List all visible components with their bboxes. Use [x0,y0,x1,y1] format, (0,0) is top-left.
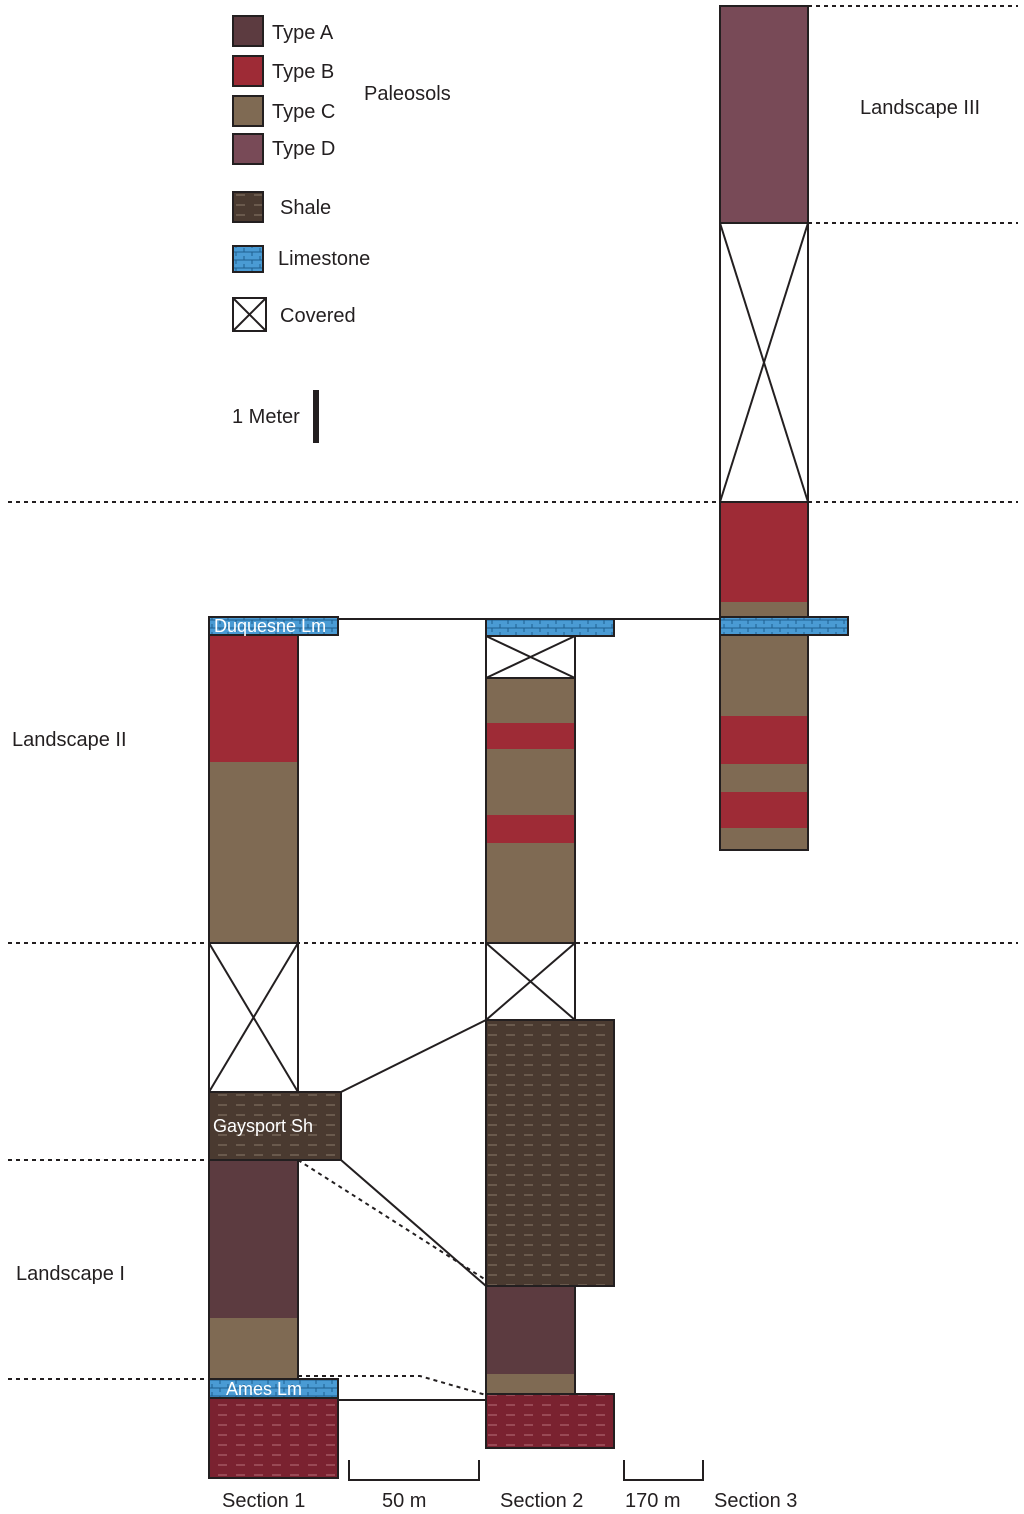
legend-label-type-c: Type C [272,101,335,123]
legend-label-shale: Shale [280,197,331,219]
s1-type-c-lower [209,1318,298,1379]
scale-label: 1 Meter [232,406,300,428]
s2-type-c-2 [486,749,575,815]
correlation-lines [297,618,720,1401]
s2-red-shale [485,1393,615,1449]
s3-duquesne-limestone [719,616,849,636]
legend-swatch-limestone [232,245,264,273]
legend-label-type-b: Type B [272,61,334,83]
s2-type-c-1 [486,678,575,723]
s2-type-c-3 [486,843,575,943]
legend-swatch-type-b [232,55,264,87]
section-2-label: Section 2 [500,1490,583,1512]
gaysport-sh-label: Gaysport Sh [213,1116,313,1136]
legend-paleosols-label: Paleosols [364,83,451,105]
section-1-label: Section 1 [222,1490,305,1512]
landscape-ii-label: Landscape II [12,729,127,751]
legend-swatch-shale [232,191,264,223]
landscape-i-label: Landscape I [16,1263,125,1285]
s3-type-b-upper [720,502,808,602]
legend-label-limestone: Limestone [278,248,370,270]
s2-shale [485,1019,615,1287]
s2-type-a [486,1286,575,1374]
legend-label-type-a: Type A [272,22,334,44]
s2-type-b-2 [486,815,575,843]
section-1-column [208,616,342,1479]
distance-170m-label: 170 m [625,1490,681,1512]
s2-type-c-lower [486,1374,575,1394]
section-3-column [719,5,849,851]
s1-red-shale [208,1397,339,1479]
legend-swatch-type-d [232,133,264,165]
s3-type-d [719,5,809,224]
legend: Type A Type B Type C Type D Paleosols Sh… [232,15,451,443]
s1-type-c [209,762,298,943]
s2-duquesne-limestone [485,618,615,637]
s1-duquesne-limestone [208,616,339,636]
s3-type-c-3 [720,828,808,850]
s3-type-b-1 [720,716,808,764]
duquesne-lm-label: Duquesne Lm [214,616,326,636]
s1-type-b [209,635,298,762]
legend-swatch-type-c [232,95,264,127]
section-2-column [485,618,615,1449]
s3-type-c-upper [720,602,808,617]
section-3-label: Section 3 [714,1490,797,1512]
s2-type-b-1 [486,723,575,749]
distance-50m-label: 50 m [382,1490,426,1512]
s1-type-a [209,1160,298,1318]
s3-type-c-2 [720,764,808,792]
legend-swatch-type-a [232,15,264,47]
distance-brackets [348,1460,704,1481]
legend-label-type-d: Type D [272,138,335,160]
landscape-iii-label: Landscape III [860,97,980,119]
s3-type-c-1 [720,635,808,716]
s3-type-b-2 [720,792,808,828]
ames-lm-label: Ames Lm [226,1379,302,1399]
legend-label-covered: Covered [280,305,356,327]
s1-gaysport-shale [208,1091,342,1161]
